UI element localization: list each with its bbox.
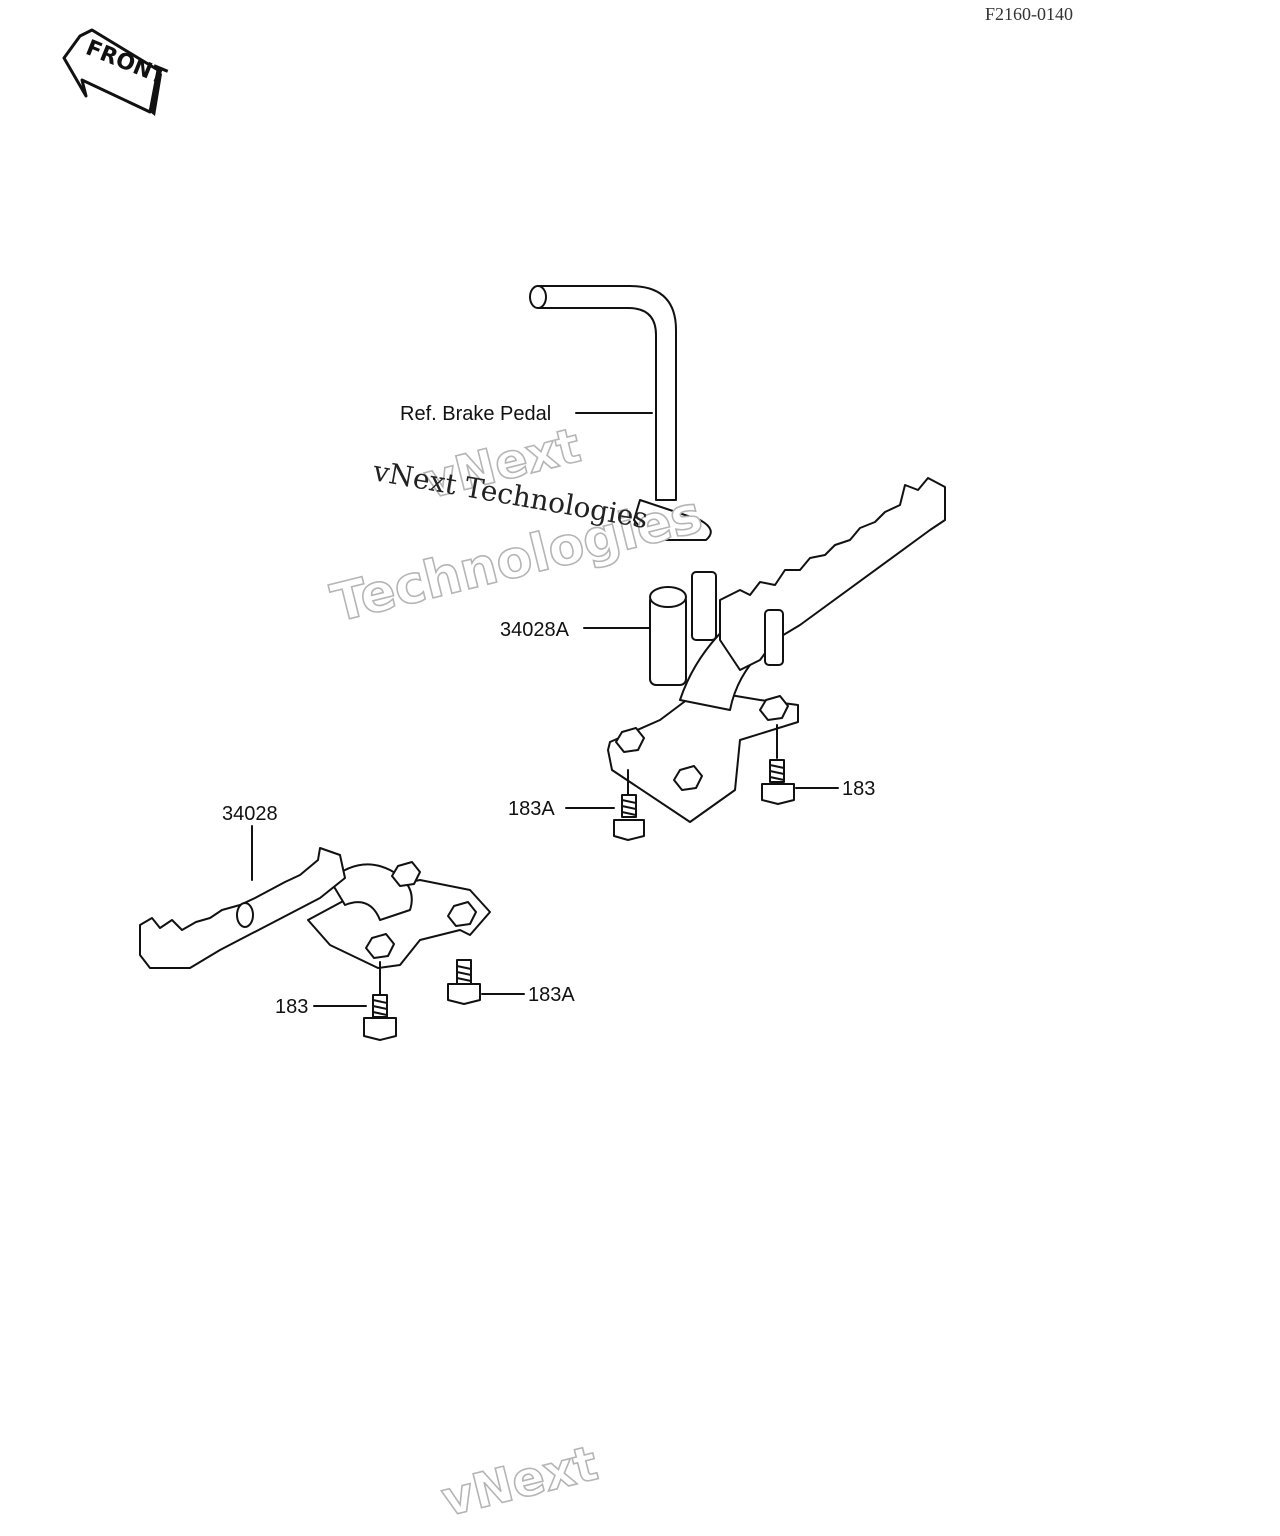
watermark-bottom: vNext: [436, 1435, 603, 1528]
footpeg-right: [607, 477, 946, 823]
label-bolt-183a-left: 183A: [528, 984, 575, 1006]
label-footpeg-left: 34028: [222, 803, 278, 825]
document-id: F2160-0140: [985, 4, 1073, 24]
label-bolt-183-right: 183: [842, 778, 875, 800]
bolt-183-left: [363, 994, 397, 1041]
bolt-183a-left: [447, 959, 481, 1005]
brake-pedal: [529, 285, 712, 541]
watermark: vNext Technologies vNext Technologies vN…: [325, 417, 709, 1529]
label-footpeg-right: 34028A: [500, 619, 570, 641]
bolt-183-right: [761, 759, 795, 805]
label-bolt-183-left: 183: [275, 996, 308, 1018]
label-brake-pedal: Ref. Brake Pedal: [400, 403, 551, 425]
label-bolt-183a-right: 183A: [508, 798, 555, 820]
bolt-183a-right: [613, 794, 645, 841]
footpeg-left: [139, 847, 491, 969]
front-arrow-icon: FRONT: [62, 28, 170, 116]
